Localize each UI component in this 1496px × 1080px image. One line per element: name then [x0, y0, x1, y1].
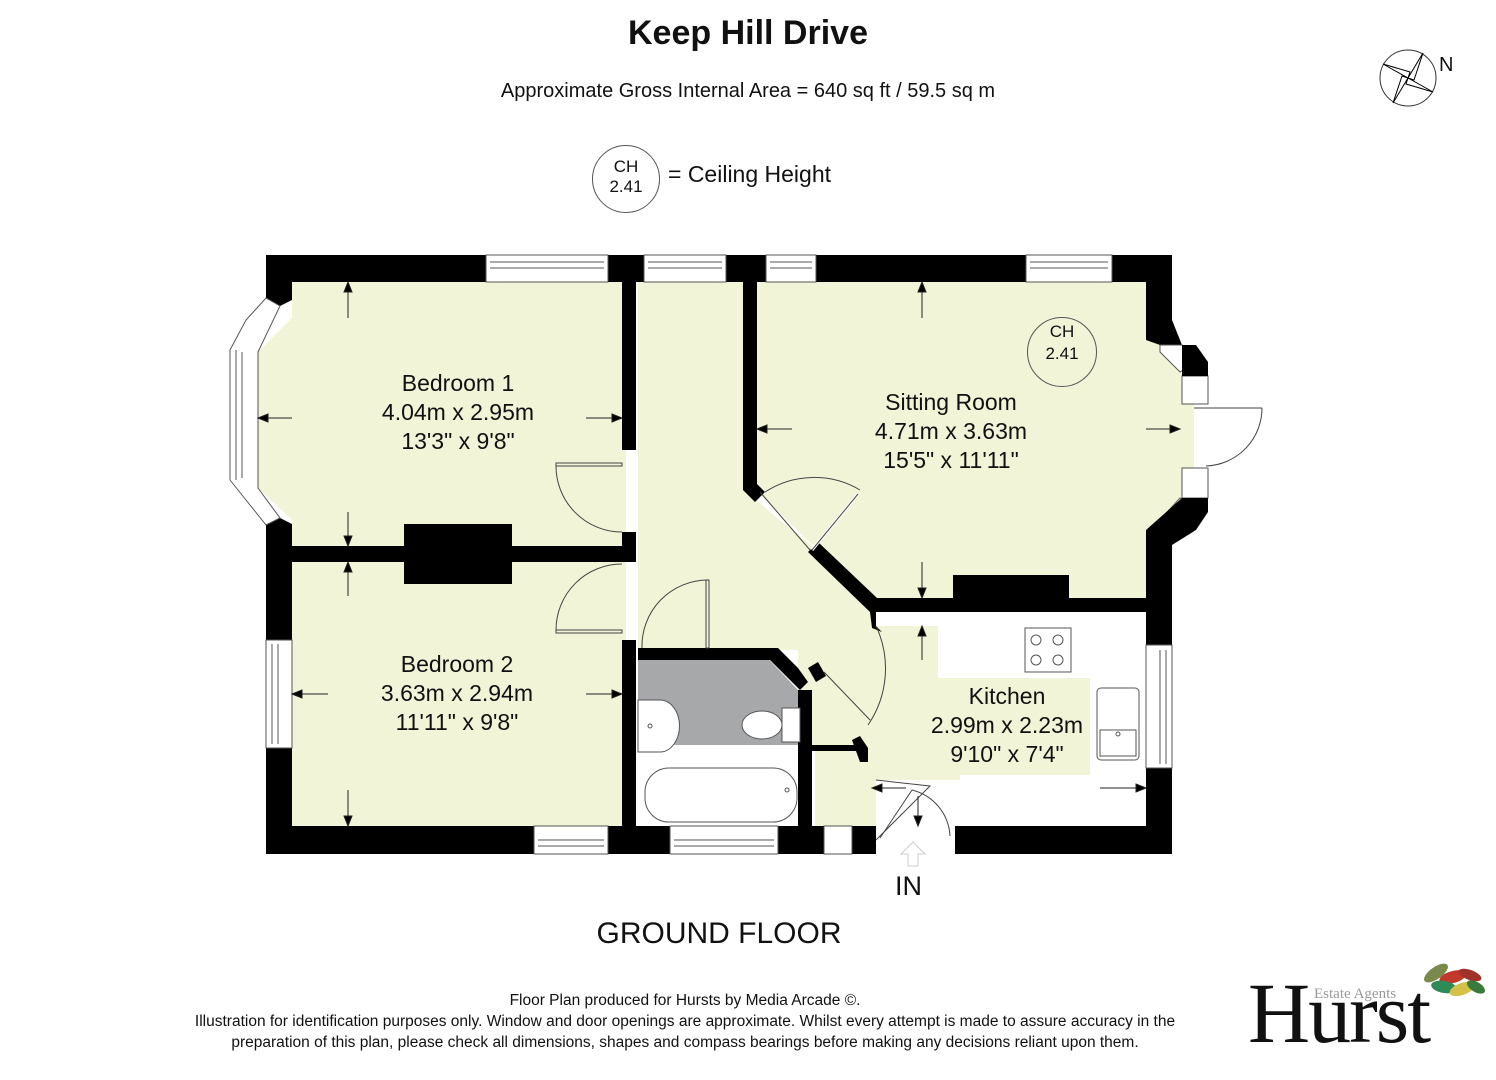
room-name: Bedroom 1: [401, 370, 515, 396]
room-name: Sitting Room: [885, 389, 1017, 415]
ch-value: 2.41: [1045, 344, 1079, 363]
room-label-bedroom-2: Bedroom 2 3.63m x 2.94m 11'11" x 9'8": [357, 650, 557, 737]
logo-subtitle: Estate Agents: [1314, 986, 1397, 1002]
entrance-arrow-icon: [899, 841, 927, 867]
ch-value: 2.41: [609, 177, 643, 196]
room-label-kitchen: Kitchen 2.99m x 2.23m 9'10" x 7'4": [916, 682, 1098, 769]
floor-label: GROUND FLOOR: [596, 917, 842, 950]
doors: [555, 407, 1263, 841]
ch-abbrev: CH: [1049, 322, 1075, 341]
room-name: Bedroom 2: [400, 651, 514, 677]
plan-title: Keep Hill Drive: [628, 14, 868, 52]
dimension-arrows: [256, 280, 1182, 828]
room-dimensions-imperial: 15'5" x 11'11": [883, 447, 1019, 473]
kitchen-fixtures: [1024, 627, 1140, 761]
disclaimer-line-2: Illustration for identification purposes…: [194, 1013, 1176, 1030]
kitchen-units: [938, 626, 1146, 826]
room-dimensions-metric: 3.63m x 2.94m: [380, 680, 534, 706]
room-label-bedroom-1: Bedroom 1 4.04m x 2.95m 13'3" x 9'8": [358, 369, 558, 456]
room-dimensions-imperial: 11'11" x 9'8": [395, 709, 519, 735]
walls: [266, 255, 1182, 854]
room-name: Kitchen: [968, 683, 1046, 709]
compass-north-label: N: [1439, 54, 1454, 76]
disclaimer-line-3: preparation of this plan, please check a…: [231, 1034, 1139, 1051]
room-label-sitting-room: Sitting Room 4.71m x 3.63m 15'5" x 11'11…: [841, 388, 1061, 475]
entrance-label: IN: [895, 871, 922, 901]
disclaimer-line-1: Floor Plan produced for Hursts by Media …: [509, 992, 861, 1009]
ch-abbrev: CH: [613, 157, 639, 176]
room-dimensions-imperial: 9'10" x 7'4": [950, 741, 1064, 767]
compass-icon: [1379, 49, 1437, 107]
hurst-logo-leaves-icon: [1424, 963, 1486, 997]
kitchen-floor: [938, 678, 1090, 775]
logo-wordmark: Hurst: [1248, 965, 1431, 1061]
ceiling-height-legend-text: = Ceiling Height: [668, 161, 832, 187]
bathroom-fixtures: [637, 699, 801, 823]
room-dimensions-metric: 4.71m x 3.63m: [874, 418, 1028, 444]
windows: [229, 254, 1209, 855]
ceiling-height-legend-badge: CH 2.41: [592, 145, 660, 213]
room-dimensions-metric: 2.99m x 2.23m: [930, 712, 1084, 738]
sitting-room-ceiling-height-badge: CH 2.41: [1027, 317, 1097, 387]
disclaimer: Floor Plan produced for Hursts by Media …: [0, 990, 1370, 1053]
room-dimensions-imperial: 13'3" x 9'8": [401, 428, 515, 454]
gross-internal-area: Approximate Gross Internal Area = 640 sq…: [500, 80, 996, 102]
room-dimensions-metric: 4.04m x 2.95m: [381, 399, 535, 425]
